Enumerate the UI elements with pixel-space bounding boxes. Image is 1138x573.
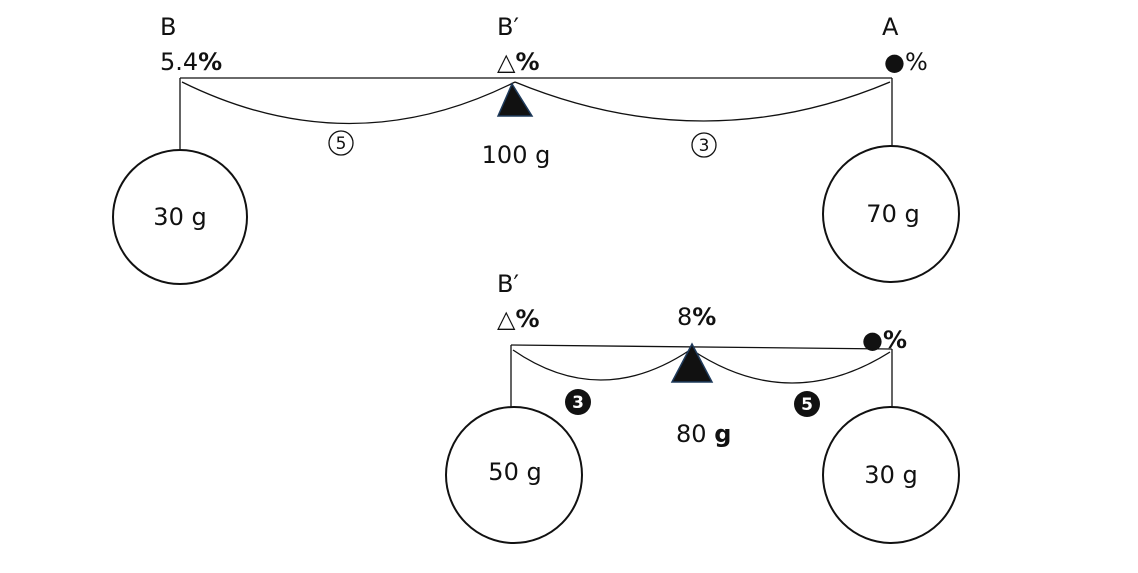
top-left-concentration: 5.4% <box>160 48 222 76</box>
top-right-ratio: 3 <box>691 132 717 158</box>
top-right-weight: 70 g <box>866 200 919 228</box>
top-lever: B 5.4% B′ △% A ●% 5 3 100 g 30 g 70 g <box>112 13 960 285</box>
bottom-fulcrum-icon <box>670 342 714 383</box>
bottom-center-concentration: 8% <box>677 303 716 331</box>
top-right-arc <box>514 81 891 122</box>
bottom-right-ratio: 5 <box>794 391 820 417</box>
bottom-left-weight: 50 g <box>488 458 541 486</box>
top-center-name: B′ <box>497 13 519 41</box>
svg-text:3: 3 <box>572 393 584 413</box>
top-right-weight-circle <box>822 145 960 283</box>
bottom-left-name: B′ <box>497 270 519 298</box>
top-right-concentration: ●% <box>884 48 928 76</box>
top-right-name: A <box>882 13 899 41</box>
bottom-right-arc <box>691 349 891 384</box>
svg-text:3: 3 <box>699 136 710 156</box>
top-left-ratio: 5 <box>328 130 354 156</box>
bottom-left-arc <box>512 349 691 381</box>
top-left-name: B <box>160 13 176 41</box>
bottom-right-weight-circle <box>822 406 960 544</box>
bottom-right-concentration: ●% <box>862 326 907 354</box>
bottom-left-weight-circle <box>445 406 583 544</box>
svg-text:5: 5 <box>801 395 813 415</box>
top-left-weight: 30 g <box>153 203 206 231</box>
bottom-left-ratio: 3 <box>565 389 591 415</box>
svg-text:5: 5 <box>336 134 347 154</box>
top-left-arc <box>181 81 516 125</box>
top-center-concentration: △% <box>497 48 540 76</box>
bottom-lever: B′ △% 8% ●% 3 5 80 g 50 g 30 g <box>445 270 960 544</box>
top-fulcrum-icon <box>496 82 534 117</box>
bottom-beam <box>510 344 893 350</box>
bottom-left-concentration: △% <box>497 305 540 333</box>
bottom-center-weight: 80 g <box>676 420 731 448</box>
bottom-right-weight: 30 g <box>864 461 917 489</box>
top-center-weight: 100 g <box>482 141 551 169</box>
top-left-weight-circle <box>112 149 248 285</box>
